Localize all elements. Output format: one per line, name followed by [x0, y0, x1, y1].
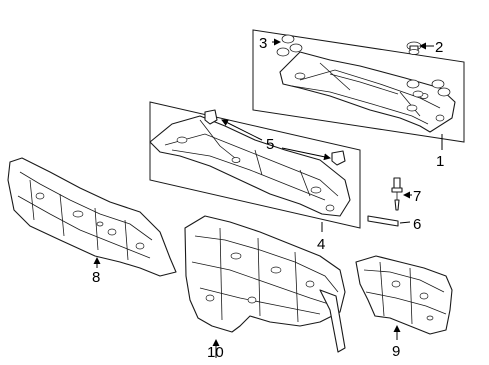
- callout-4: 4: [317, 236, 325, 253]
- part-10-panel[interactable]: [184, 215, 346, 353]
- callout-3: 3: [259, 35, 267, 52]
- callout-1: 1: [436, 153, 444, 170]
- part-4-group: [149, 101, 361, 229]
- part-6-strip[interactable]: [367, 215, 399, 227]
- part-5-bracket-right[interactable]: [331, 150, 346, 166]
- callout-10: 10: [207, 344, 224, 360]
- leader-6: [399, 221, 411, 224]
- callout-7: 7: [413, 188, 421, 205]
- part-2-clip[interactable]: [406, 41, 422, 55]
- part-8-panel[interactable]: [7, 157, 177, 277]
- part-1-box: [252, 29, 465, 143]
- callout-2: 2: [435, 39, 443, 56]
- cowl-vent-panel[interactable]: [149, 115, 351, 217]
- callout-6: 6: [413, 216, 421, 233]
- part-1-group: [252, 29, 465, 143]
- part-4-box: [149, 101, 361, 229]
- part-9-panel[interactable]: [355, 255, 453, 335]
- leader-5a: [221, 119, 263, 141]
- callout-9: 9: [392, 343, 400, 360]
- callout-5: 5: [266, 136, 274, 153]
- cowl-top-panel[interactable]: [279, 51, 456, 133]
- part-5-bracket-left[interactable]: [204, 109, 218, 125]
- part-7-bolt[interactable]: [391, 177, 403, 211]
- callout-8: 8: [92, 269, 100, 286]
- leader-5b: [281, 147, 331, 161]
